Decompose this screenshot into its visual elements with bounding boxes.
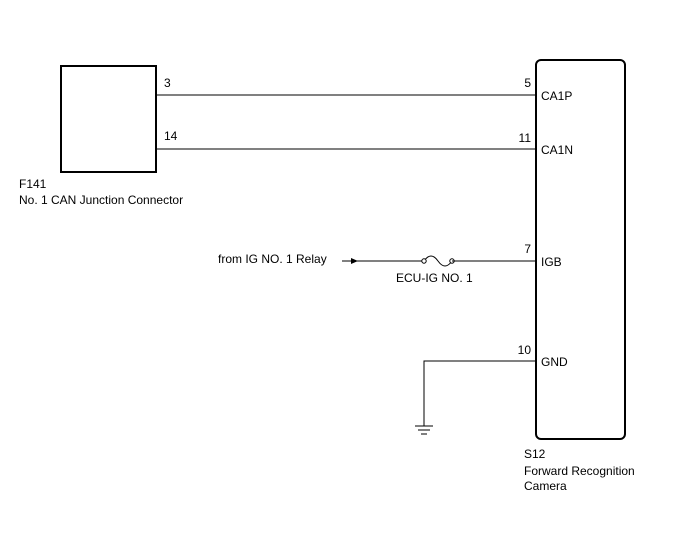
f141-pin-14: 14 bbox=[164, 129, 178, 143]
s12-name-line2: Camera bbox=[524, 479, 567, 493]
s12-signal-ca1n: CA1N bbox=[541, 143, 573, 157]
s12-pin-7: 7 bbox=[524, 242, 531, 256]
f141-code: F141 bbox=[19, 177, 47, 191]
fuse-icon bbox=[421, 255, 455, 267]
s12-signal-ca1p: CA1P bbox=[541, 89, 572, 103]
s12-name-line1: Forward Recognition bbox=[524, 464, 635, 478]
f141-pin-3: 3 bbox=[164, 76, 171, 90]
f141-name: No. 1 CAN Junction Connector bbox=[19, 193, 183, 207]
wire-gnd bbox=[423, 360, 536, 426]
s12-signal-gnd: GND bbox=[541, 355, 568, 369]
s12-pin-10: 10 bbox=[518, 343, 532, 357]
connector-f141-box bbox=[60, 65, 157, 173]
fuse-label: ECU-IG NO. 1 bbox=[396, 271, 473, 285]
s12-signal-igb: IGB bbox=[541, 255, 562, 269]
s12-pin-11: 11 bbox=[519, 131, 532, 145]
ground-icon bbox=[415, 425, 433, 435]
s12-pin-5: 5 bbox=[524, 76, 531, 90]
power-source-label: from IG NO. 1 Relay bbox=[218, 252, 327, 266]
arrow-icon bbox=[351, 258, 358, 264]
camera-s12-box bbox=[535, 59, 626, 440]
s12-code: S12 bbox=[524, 447, 546, 461]
